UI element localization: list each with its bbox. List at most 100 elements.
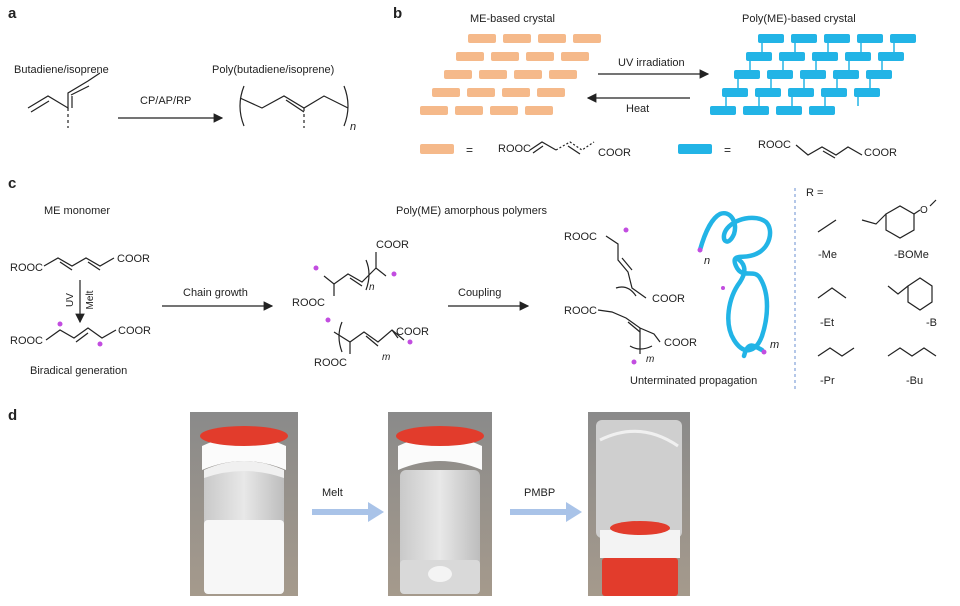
monomer-formula-right: COOR	[598, 147, 631, 159]
monomer-eq: =	[466, 143, 473, 157]
me-brick	[420, 106, 448, 115]
coupled-m-index: m	[646, 354, 654, 365]
panel-label-b: b	[393, 5, 402, 22]
me-brick	[526, 52, 554, 61]
polymer-eq: =	[724, 143, 731, 157]
poly-me-brick	[710, 106, 736, 115]
me-brick	[467, 88, 495, 97]
me-brick	[538, 34, 566, 43]
poly-me-brick	[776, 106, 802, 115]
poly-me-crystal-bricks	[710, 34, 916, 115]
repeat-n: n	[350, 121, 356, 133]
photo-vial-powder	[190, 412, 298, 596]
coupled-bracket-m	[629, 345, 653, 350]
coupled-rooc-mid: ROOC	[564, 305, 597, 317]
r-group-me: -Me	[818, 249, 837, 261]
poly-me-brick	[854, 88, 880, 97]
benzyl-linker	[887, 285, 909, 295]
melt-label-c: Melt	[85, 290, 96, 309]
poly-me-brick	[755, 88, 781, 97]
monomer-formula-left: ROOC	[498, 143, 531, 155]
photo-vial-inverted	[588, 412, 690, 596]
me-brick	[490, 106, 518, 115]
chain-end-n: n	[704, 255, 710, 267]
poly-butadiene-label: Poly(butadiene/isoprene)	[212, 64, 334, 76]
butyl-structure	[887, 347, 937, 357]
coupled-coor-mid: COOR	[652, 293, 685, 305]
poly-me-brick	[791, 34, 817, 43]
me-brick	[455, 106, 483, 115]
me-brick	[468, 34, 496, 43]
me-brick	[502, 88, 530, 97]
biradical-generation-label: Biradical generation	[30, 365, 127, 377]
radical-dot	[57, 321, 63, 327]
poly-me-brick	[833, 70, 859, 79]
right-bracket	[343, 85, 349, 127]
panel-label-c: c	[8, 175, 16, 192]
poly-me-brick	[866, 70, 892, 79]
polymer-formula-left: ROOC	[758, 139, 791, 151]
poly-me-brick	[767, 70, 793, 79]
me-brick	[549, 70, 577, 79]
pmbp-arrow-head	[566, 502, 582, 522]
me-brick	[456, 52, 484, 61]
biradical-rooc: ROOC	[10, 335, 43, 347]
bome-linker	[861, 213, 887, 225]
chain-growth-label: Chain growth	[183, 287, 248, 299]
poly-me-brick	[743, 106, 769, 115]
r-group-et: -Et	[820, 317, 834, 329]
melt-label-d: Melt	[322, 487, 343, 499]
coupling-label: Coupling	[458, 287, 501, 299]
cp-ap-rp-label: CP/AP/RP	[140, 95, 191, 107]
bome-benzene-ring	[885, 205, 915, 239]
radical-dot	[631, 359, 637, 365]
me-monomer-title: ME monomer	[44, 205, 110, 217]
red-cap	[200, 426, 288, 446]
melt-arrow-head	[368, 502, 384, 522]
repeat-bracket-m	[338, 321, 343, 353]
me-brick	[525, 106, 553, 115]
me-crystal-title: ME-based crystal	[470, 13, 555, 25]
radical-dot	[697, 247, 703, 253]
me-crystal-bricks	[420, 34, 601, 115]
chain-end-m: m	[770, 339, 779, 351]
monomer-diene-structure	[529, 141, 557, 151]
r-equals-label: R =	[806, 187, 823, 199]
me-brick	[514, 70, 542, 79]
coupled-polymer-lower	[597, 309, 661, 343]
me-monomer-structure	[43, 257, 115, 267]
monomer-rooc: ROOC	[10, 262, 43, 274]
radical-dot	[97, 341, 103, 347]
me-brick	[503, 34, 531, 43]
radical-dot	[721, 286, 725, 290]
polymer-legend-swatch	[678, 144, 712, 154]
poly-me-brick	[809, 106, 835, 115]
poly-me-brick	[821, 88, 847, 97]
butadiene-label: Butadiene/isoprene	[14, 64, 109, 76]
stir-bar	[428, 566, 452, 582]
monomer-coor: COOR	[117, 253, 150, 265]
white-powder	[204, 520, 284, 594]
repeat-bracket-n	[365, 259, 370, 291]
benzyl-benzene-ring	[907, 277, 933, 311]
bome-oxygen: O	[920, 205, 928, 216]
heat-label: Heat	[626, 103, 649, 115]
growing-chain-m	[333, 329, 405, 343]
me-brick	[491, 52, 519, 61]
uv-label: UV	[65, 293, 76, 307]
poly-me-brick	[878, 52, 904, 61]
poly-me-brick	[824, 34, 850, 43]
ethyl-structure	[817, 287, 847, 299]
poly-me-crystal-title: Poly(ME)-based crystal	[742, 13, 856, 25]
propyl-structure	[817, 347, 855, 357]
photo-vial-melt	[388, 412, 492, 596]
chain-n-rooc: ROOC	[292, 297, 325, 309]
radical-dot	[623, 227, 629, 233]
monomer-legend-swatch	[420, 144, 454, 154]
poly-me-brick	[779, 52, 805, 61]
coupled-coor-bottom: COOR	[664, 337, 697, 349]
unterminated-chain-curve	[697, 210, 773, 353]
poly-me-brick	[890, 34, 916, 43]
poly-me-brick	[800, 70, 826, 79]
r-group-b: -B	[926, 317, 937, 329]
